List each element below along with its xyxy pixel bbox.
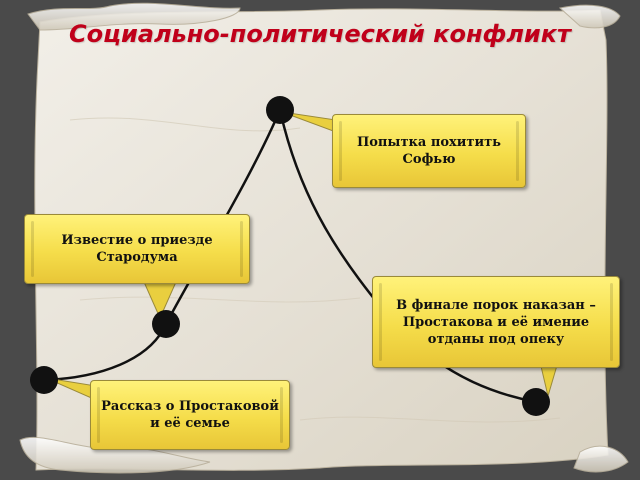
callout-exposition: Рассказ о Простаковой и её семье	[90, 380, 290, 450]
callout-climax: Попытка похитить Софью	[332, 114, 526, 188]
plot-node-resolution	[522, 388, 550, 416]
plot-node-climax	[266, 96, 294, 124]
callout-setup: Известие о приезде Стародума	[24, 214, 250, 284]
plot-node-setup	[152, 310, 180, 338]
slide-title: Социально-политический конфликт	[69, 20, 571, 48]
callout-exposition-text: Рассказ о Простаковой и её семье	[101, 399, 279, 431]
callout-climax-text: Попытка похитить Софью	[356, 135, 502, 167]
callout-resolution: В финале порок наказан – Простакова и её…	[372, 276, 620, 368]
plot-node-exposition	[30, 366, 58, 394]
callout-setup-text: Известие о приезде Стародума	[61, 233, 213, 265]
callout-resolution-text: В финале порок наказан – Простакова и её…	[396, 297, 596, 347]
